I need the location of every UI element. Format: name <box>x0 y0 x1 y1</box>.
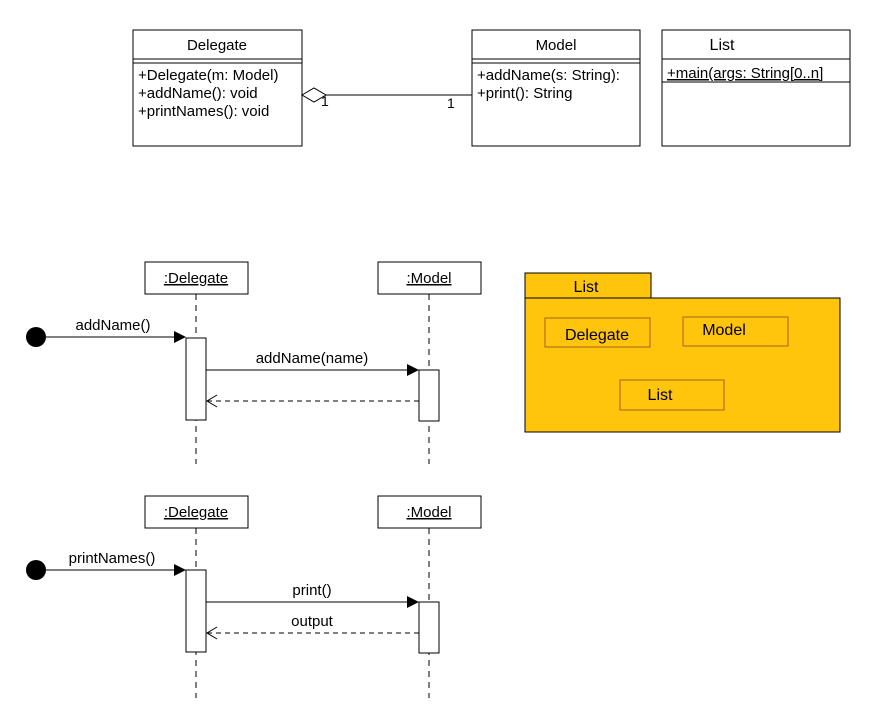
class-model-name: Model <box>536 37 577 54</box>
package-name: List <box>574 279 599 296</box>
package-class-delegate <box>544 317 651 348</box>
class-delegate-box <box>132 29 303 147</box>
multiplicity-delegate: 1 <box>321 93 329 109</box>
package-class-label: List <box>648 387 673 404</box>
lifeline-model-label: :Model <box>406 504 451 521</box>
aggregation-association: 1 1 <box>301 87 472 111</box>
lifeline-model-label: :Model <box>406 270 451 287</box>
class-model: Model +addName(s: String): +print(): Str… <box>471 29 641 147</box>
class-list-op: +main(args: String[0..n] <box>667 65 823 82</box>
class-delegate-op: +Delegate(m: Model) <box>138 67 278 84</box>
filled-arrowhead-icon <box>407 364 419 376</box>
class-model-box <box>471 29 641 147</box>
class-list-name: List <box>710 37 735 54</box>
open-arrowhead-icon <box>206 626 218 640</box>
multiplicity-model: 1 <box>447 95 455 111</box>
lifeline-model-head <box>377 261 482 295</box>
aggregation-diamond-icon <box>301 87 327 103</box>
class-delegate: Delegate +Delegate(m: Model) +addName():… <box>132 29 303 147</box>
filled-arrowhead-icon <box>174 331 186 343</box>
call-message-label: addName(name) <box>256 350 369 367</box>
found-message-dot-icon <box>26 327 46 347</box>
activation-delegate <box>185 569 207 653</box>
class-list: List +main(args: String[0..n] <box>661 29 851 147</box>
filled-arrowhead-icon <box>174 564 186 576</box>
package-class-model <box>682 316 789 347</box>
package-list: List Delegate Model List <box>524 272 841 433</box>
class-model-op: +addName(s: String): <box>477 67 620 84</box>
return-message-label: output <box>291 613 334 630</box>
lifeline-delegate-label: :Delegate <box>164 504 228 521</box>
package-class-list <box>619 379 725 411</box>
activation-model <box>418 601 440 654</box>
package-class-label: Model <box>702 322 746 339</box>
lifeline-delegate-label: :Delegate <box>164 270 228 287</box>
found-message-label: printNames() <box>69 550 156 567</box>
filled-arrowhead-icon <box>407 596 419 608</box>
lifeline-delegate-head <box>144 495 249 529</box>
class-delegate-name: Delegate <box>187 37 247 54</box>
class-delegate-op: +addName(): void <box>138 85 258 102</box>
sequence-diagram-addname: :Delegate :Model addName() addName(name) <box>26 261 482 464</box>
class-delegate-op: +printNames(): void <box>138 103 269 120</box>
found-message-label: addName() <box>75 317 150 334</box>
activation-delegate <box>185 337 207 421</box>
package-class-label: Delegate <box>565 327 629 344</box>
class-model-op: +print(): String <box>477 85 572 102</box>
found-message-dot-icon <box>26 560 46 580</box>
class-list-box <box>661 29 851 147</box>
lifeline-delegate-head <box>144 261 249 295</box>
sequence-diagram-printnames: :Delegate :Model printNames() print() ou… <box>26 495 482 698</box>
activation-model <box>418 369 440 422</box>
call-message-label: print() <box>292 582 331 599</box>
lifeline-model-head <box>377 495 482 529</box>
open-arrowhead-icon <box>206 394 218 408</box>
